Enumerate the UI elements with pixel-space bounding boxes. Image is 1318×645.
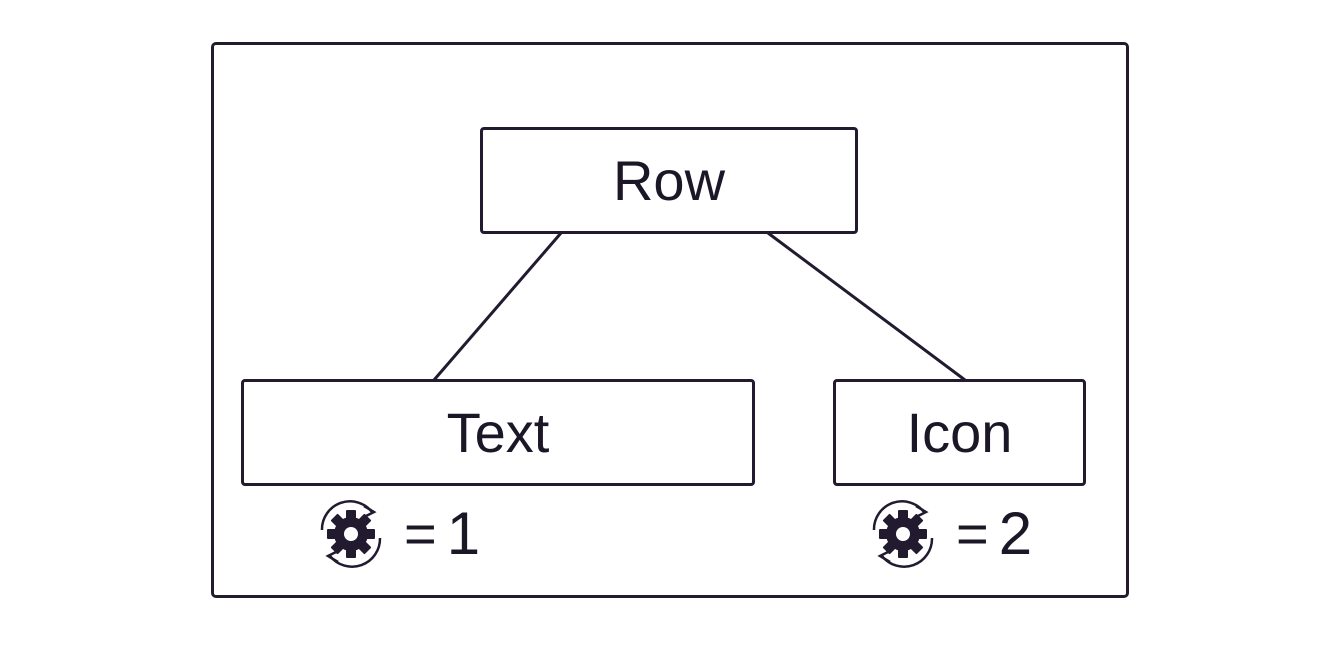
text-recompose-counter: = 1 (314, 494, 480, 574)
diagram-frame (211, 42, 1129, 598)
equals-sign: = (404, 502, 437, 565)
recompose-count: 2 (998, 500, 1033, 567)
node-row: Row (480, 127, 858, 234)
node-icon: Icon (833, 379, 1086, 486)
edge-row-to-icon (767, 231, 966, 382)
node-text: Text (241, 379, 755, 486)
recompose-count: 1 (446, 500, 481, 567)
gear-refresh-icon (320, 500, 382, 568)
equals-sign: = (956, 502, 989, 565)
edge-row-to-text (432, 232, 563, 381)
gear-refresh-icon (872, 500, 934, 568)
icon-recompose-counter: = 2 (866, 494, 1032, 574)
